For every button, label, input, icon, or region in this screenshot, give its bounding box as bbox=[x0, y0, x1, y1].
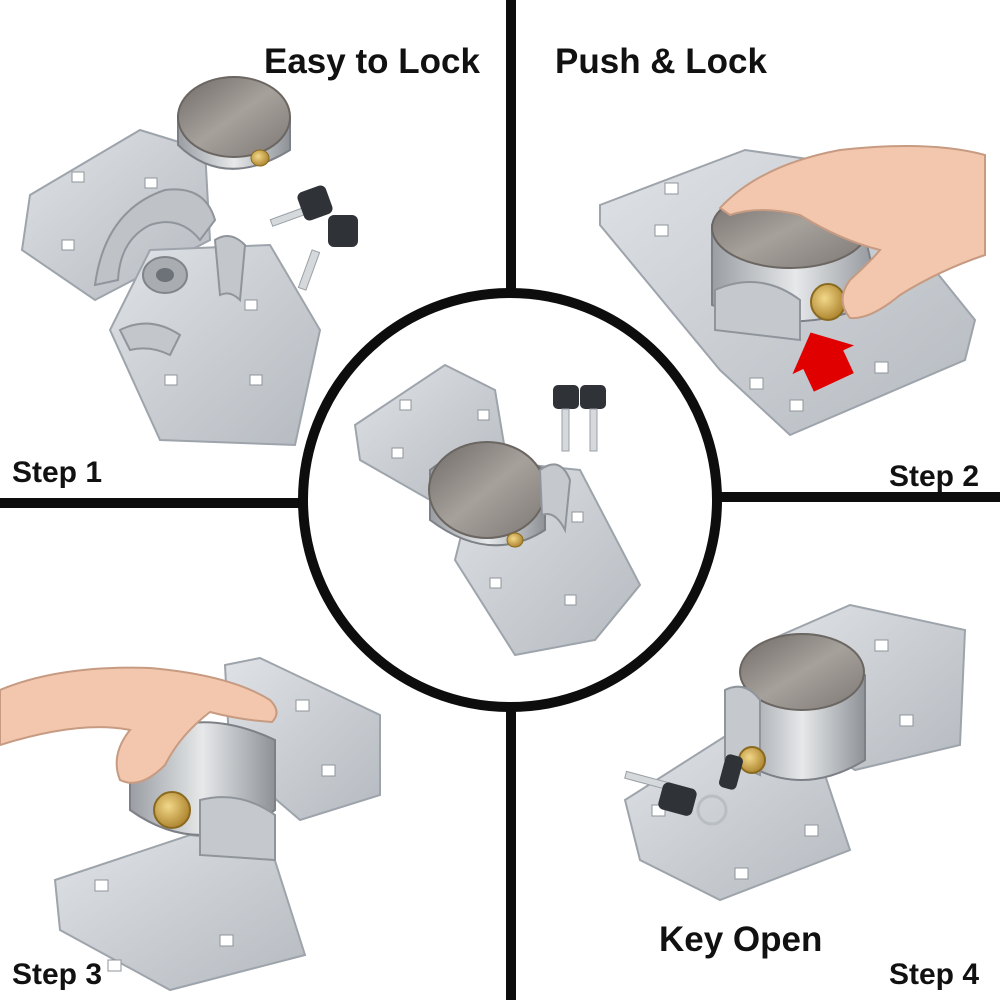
shroud bbox=[714, 281, 801, 342]
lock-cylinder bbox=[810, 283, 846, 321]
heading-easy-to-lock: Easy to Lock bbox=[264, 42, 480, 81]
upper-plate-shroud bbox=[93, 188, 217, 287]
lower-plate-tab-2 bbox=[118, 322, 182, 357]
label-step-1: Step 1 bbox=[12, 456, 103, 489]
key-pair-icon bbox=[269, 185, 358, 291]
center-keys-icon bbox=[553, 385, 606, 452]
step2-push-illustration bbox=[599, 145, 986, 437]
label-step-3: Step 3 bbox=[12, 958, 103, 991]
push-arrow-icon bbox=[792, 332, 855, 392]
puck-lock bbox=[177, 76, 291, 170]
step4-keys-icon bbox=[624, 754, 743, 826]
hand-2 bbox=[0, 666, 278, 784]
hand bbox=[718, 145, 986, 320]
label-step-2: Step 2 bbox=[889, 460, 980, 493]
center-assembled-illustration bbox=[353, 363, 642, 657]
step4-key-open-illustration bbox=[623, 603, 967, 902]
heading-push-and-lock: Push & Lock bbox=[555, 42, 767, 81]
step1-parts-illustration bbox=[20, 76, 358, 447]
label-step-4: Step 4 bbox=[889, 958, 980, 991]
heading-key-open: Key Open bbox=[659, 920, 823, 959]
lower-plate-tab bbox=[213, 235, 247, 303]
lower-hasp-plate bbox=[108, 243, 322, 447]
step3-press-illustration bbox=[0, 656, 381, 992]
